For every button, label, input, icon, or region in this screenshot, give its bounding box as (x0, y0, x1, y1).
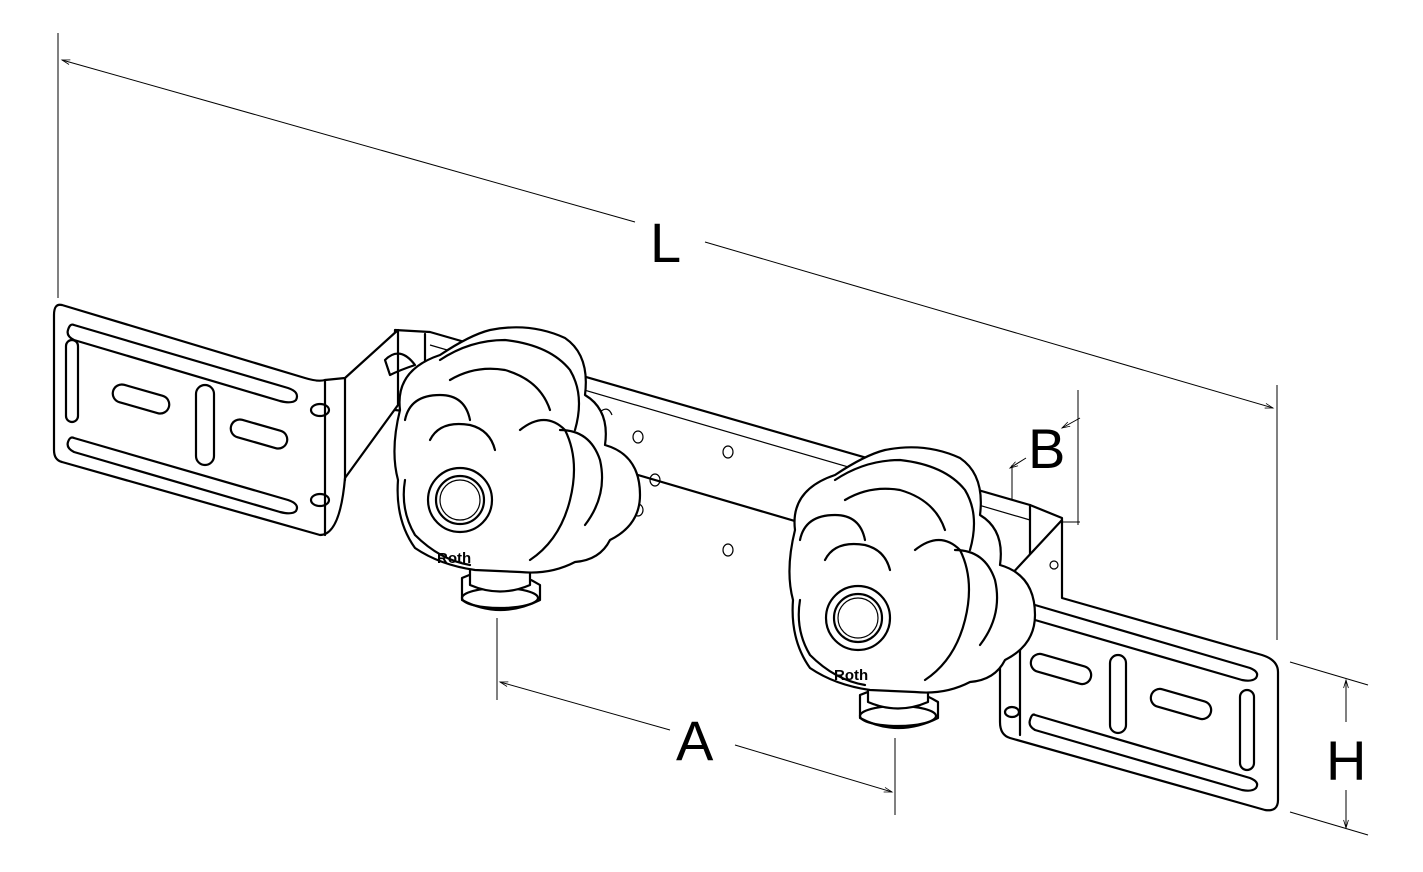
extension-line-h-bottom (1289, 811, 1369, 836)
dimension-line-a-right (734, 744, 894, 793)
dimension-line-a-left (498, 681, 671, 731)
dimension-h: H (1289, 661, 1369, 836)
left-outlet-fitting: Roth (393, 326, 642, 612)
height-label: H (1326, 729, 1366, 792)
right-brand-mark: Roth (834, 667, 868, 684)
left-brand-mark: Roth (437, 550, 471, 567)
spacing-label: A (676, 709, 714, 772)
offset-label: B (1028, 417, 1065, 480)
dimension-a: A (496, 618, 896, 815)
right-wing-plate (998, 518, 1280, 812)
left-outlet-port (426, 466, 494, 534)
dimension-arrow-b-left (1008, 457, 1027, 469)
dimension-l: L (57, 33, 1278, 640)
left-wing-plate (52, 303, 417, 537)
extension-line-h-top (1289, 661, 1369, 686)
dimension-arrow-b-right (1060, 417, 1081, 429)
length-label: L (650, 211, 681, 274)
dimension-line-l-right (704, 241, 1275, 409)
dimension-line-l-left (60, 59, 636, 223)
right-outlet-port (824, 584, 892, 652)
right-outlet-fitting: Roth (788, 446, 1037, 730)
